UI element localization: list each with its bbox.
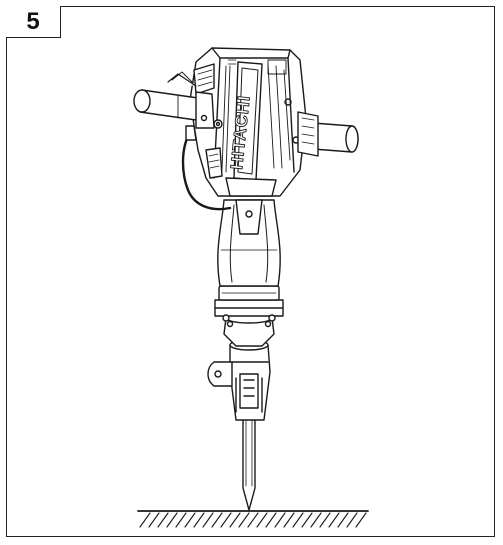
front-head	[214, 285, 284, 347]
motor-housing	[189, 47, 307, 197]
cylinder-barrel	[217, 199, 281, 287]
figure-number: 5	[6, 6, 61, 38]
right-handle	[297, 111, 359, 157]
ground-surface	[137, 510, 369, 528]
left-handle	[133, 71, 215, 129]
bit-retainer	[207, 339, 271, 421]
